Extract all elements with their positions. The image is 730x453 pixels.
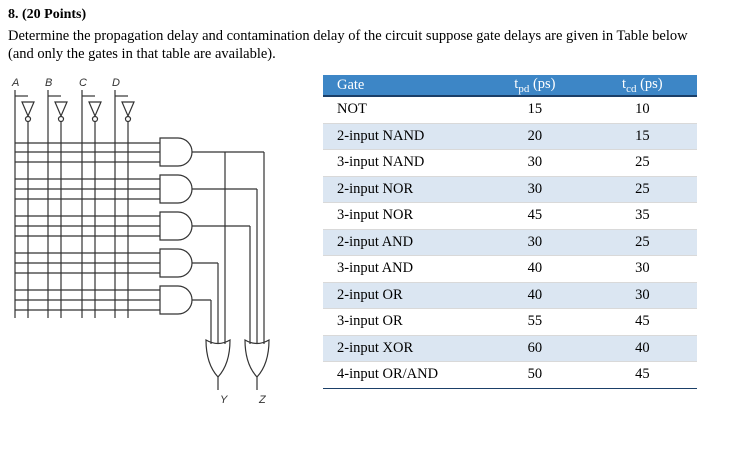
tcd-cell: 25: [587, 229, 697, 256]
tcd-unit: (ps): [636, 75, 663, 92]
and-gate-outputs: [192, 151, 265, 344]
col-tpd-header: tpd (ps): [482, 75, 588, 97]
gate-cell: 3-input AND: [323, 255, 483, 283]
output-label-z: Z: [258, 394, 267, 406]
tcd-cell: 25: [587, 149, 697, 177]
and-gates: [159, 137, 193, 315]
gate-cell: 3-input OR: [323, 308, 483, 336]
tpd-cell: 60: [482, 335, 588, 362]
tpd-cell: 40: [482, 255, 588, 283]
tcd-subscript: cd: [626, 82, 637, 95]
question-title: 8. (20 Points): [8, 7, 87, 22]
col-gate-header: Gate: [323, 75, 483, 97]
circuit-diagram: A B C D: [11, 77, 270, 406]
col-tcd-header: tcd (ps): [587, 75, 697, 97]
input-label-a: A: [11, 77, 19, 89]
gate-cell: 2-input AND: [323, 229, 483, 256]
tpd-unit: (ps): [529, 75, 556, 92]
input-label-b: B: [45, 77, 52, 89]
gate-cell: 3-input NAND: [323, 149, 483, 177]
tpd-cell: 50: [482, 361, 588, 389]
gate-cell: 2-input XOR: [323, 335, 483, 362]
tcd-cell: 45: [587, 361, 697, 389]
tcd-cell: 35: [587, 202, 697, 230]
tcd-cell: 30: [587, 255, 697, 283]
tpd-cell: 30: [482, 149, 588, 177]
gate-cell: 4-input OR/AND: [323, 361, 483, 389]
or-gates: [205, 338, 270, 390]
input-rails: [14, 90, 129, 318]
tcd-symbol: t: [622, 75, 627, 92]
tpd-cell: 55: [482, 308, 588, 336]
table-header-row: Gate tpd (ps) tcd (ps): [323, 75, 697, 97]
tcd-cell: 25: [587, 176, 697, 203]
tcd-cell: 40: [587, 335, 697, 362]
gate-cell: 2-input NOR: [323, 176, 483, 203]
tpd-cell: 15: [482, 96, 588, 124]
question-text: Determine the propagation delay and cont…: [8, 28, 688, 62]
output-label-y: Y: [220, 394, 228, 406]
input-label-c: C: [79, 77, 87, 89]
tpd-cell: 30: [482, 229, 588, 256]
tpd-symbol: t: [514, 75, 519, 92]
tpd-cell: 40: [482, 282, 588, 309]
tpd-cell: 30: [482, 176, 588, 203]
tpd-subscript: pd: [518, 82, 530, 95]
gate-cell: 2-input NAND: [323, 123, 483, 150]
input-label-d: D: [112, 77, 120, 89]
tcd-cell: 30: [587, 282, 697, 309]
gate-cell: 2-input OR: [323, 282, 483, 309]
gate-cell: 3-input NOR: [323, 202, 483, 230]
inverter-row: [21, 101, 135, 123]
and-gate-inputs: [15, 142, 160, 311]
tpd-cell: 45: [482, 202, 588, 230]
tcd-cell: 15: [587, 123, 697, 150]
tpd-cell: 20: [482, 123, 588, 150]
tcd-cell: 45: [587, 308, 697, 336]
tcd-cell: 10: [587, 96, 697, 124]
gate-cell: NOT: [323, 96, 483, 124]
